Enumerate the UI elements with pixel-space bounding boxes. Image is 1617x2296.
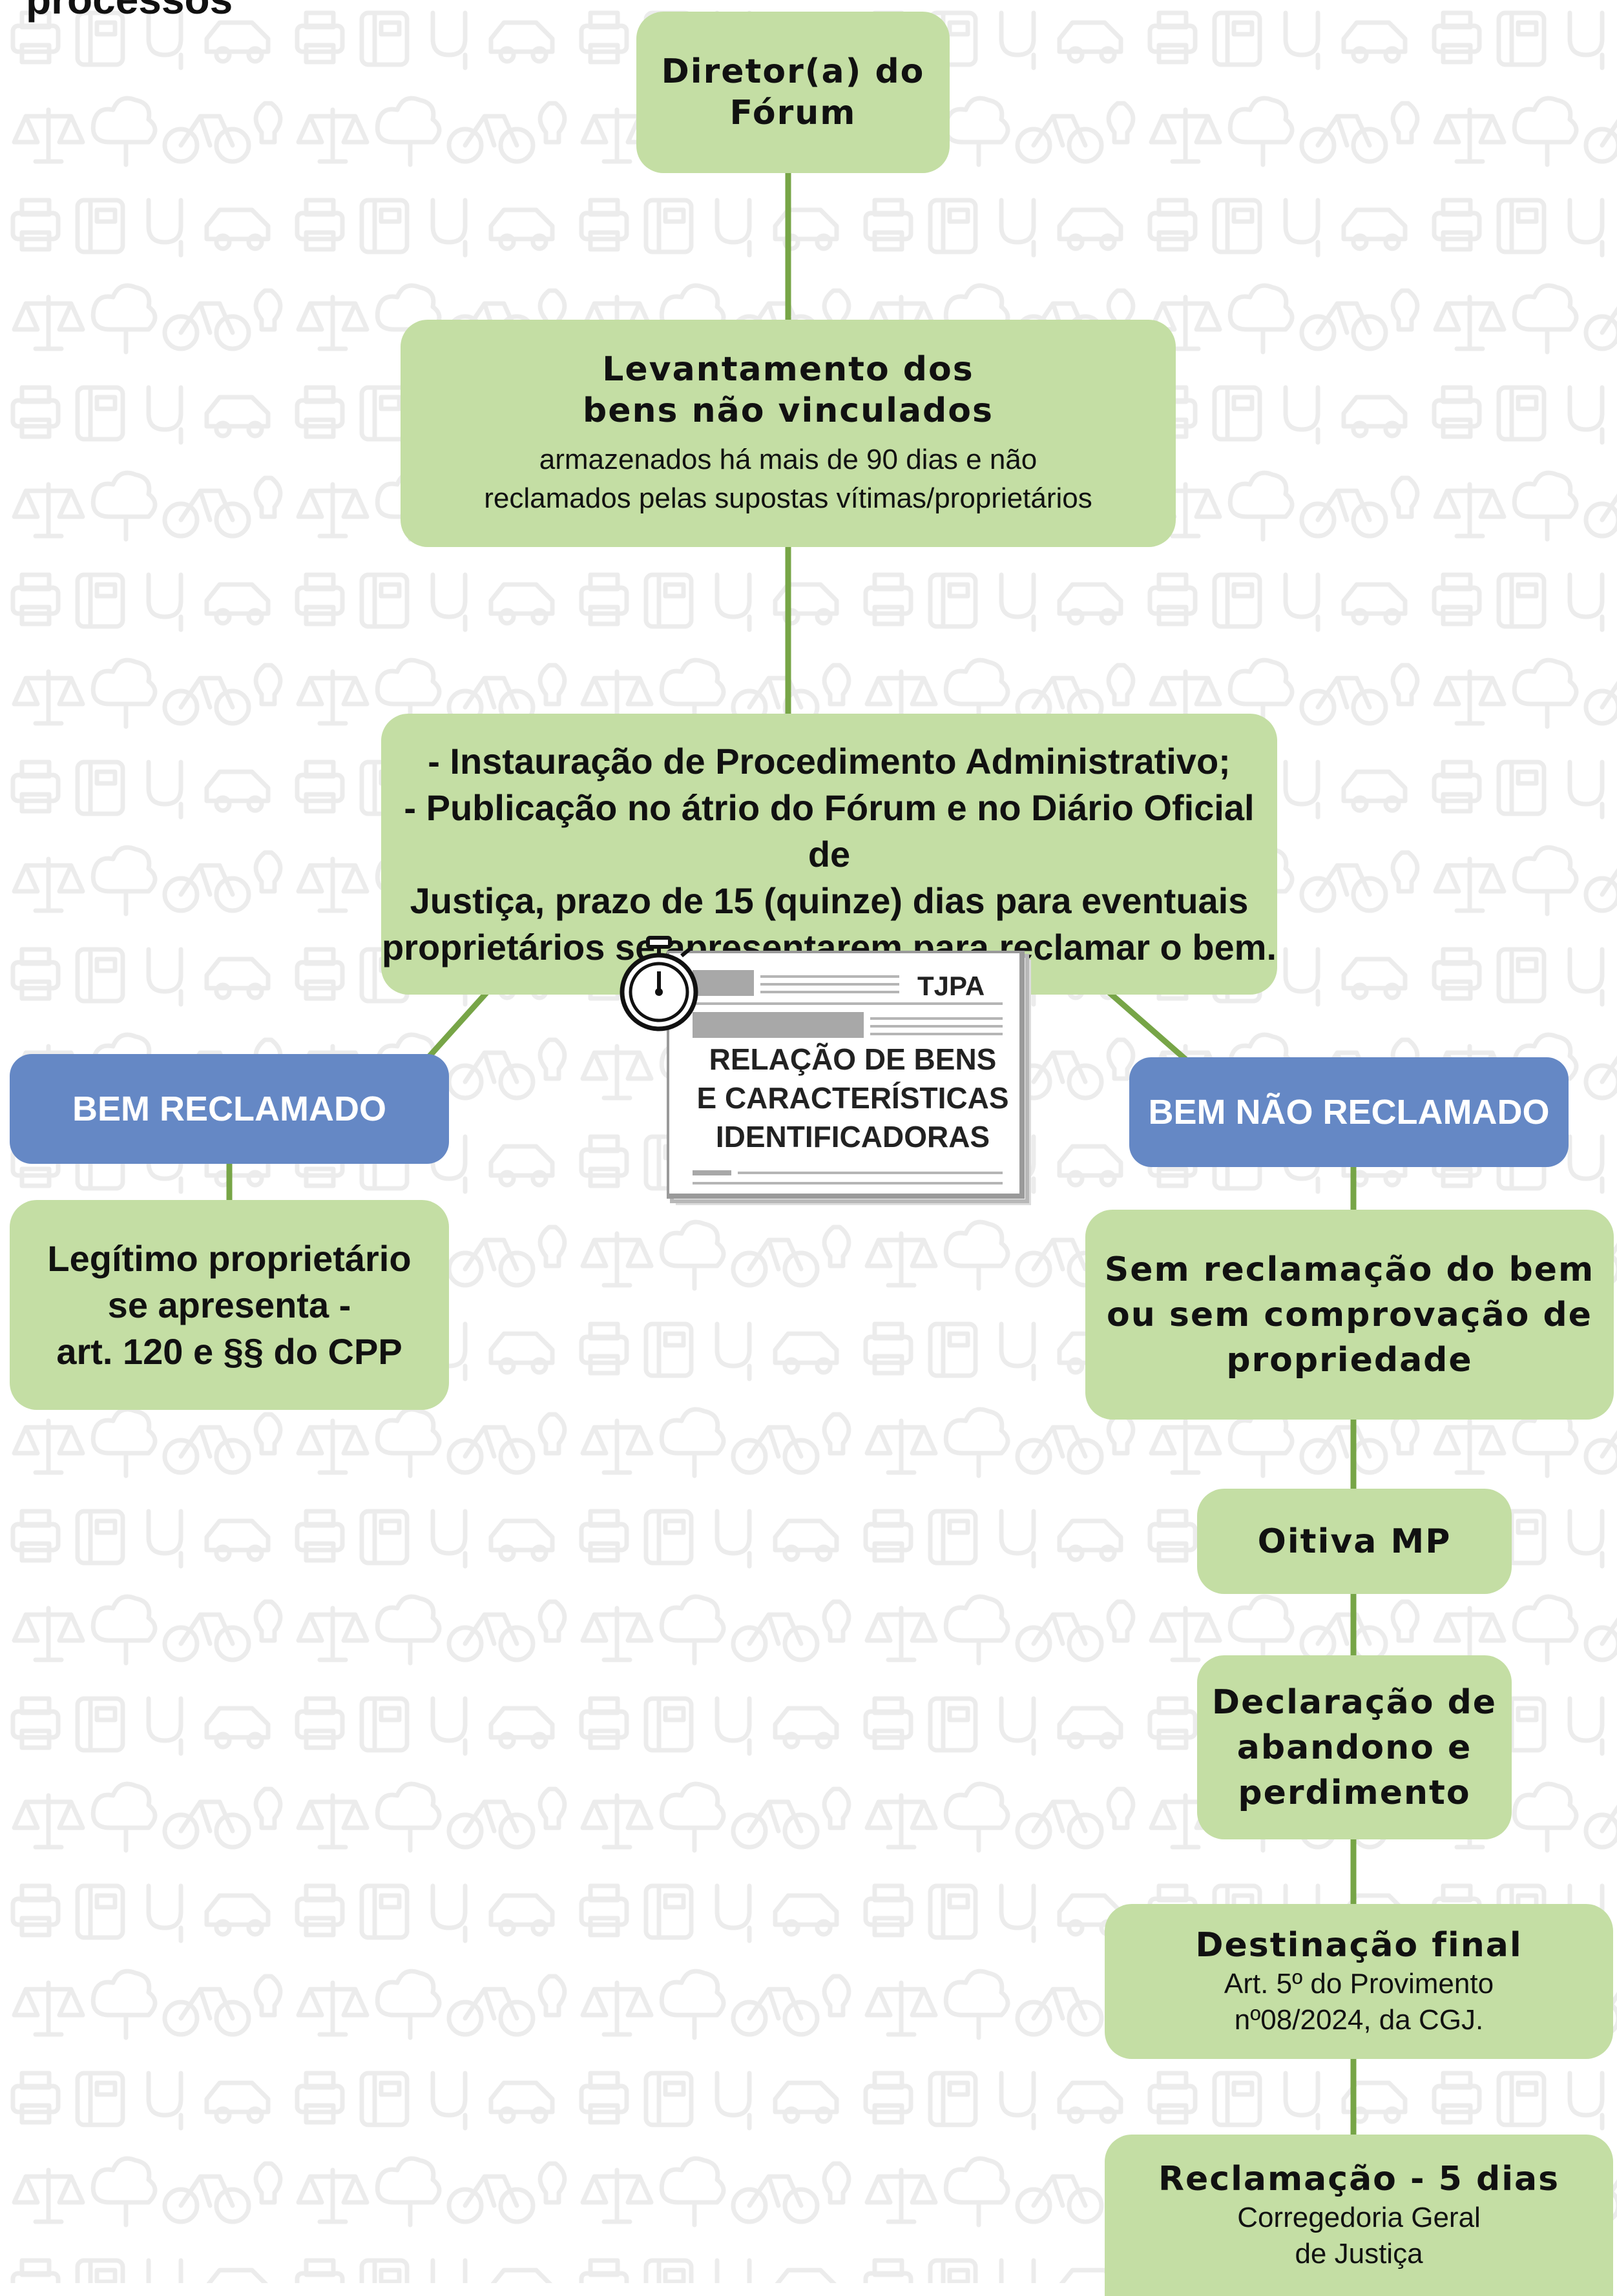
- node-sem-reclamacao: Sem reclamação do bem ou sem comprovação…: [1085, 1210, 1614, 1420]
- node-sem-reclamacao-text: Sem reclamação do bem ou sem comprovação…: [1104, 1250, 1595, 1380]
- node-destinacao: Destinação final Art. 5º do Provimento n…: [1105, 1904, 1613, 2059]
- node-bem-reclamado: BEM RECLAMADO: [10, 1054, 449, 1164]
- stopwatch-icon: [620, 936, 698, 1031]
- node-levantamento: Levantamento dos bens não vinculados arm…: [401, 320, 1176, 547]
- node-oitiva-text: Oitiva MP: [1257, 1522, 1452, 1561]
- node-declaracao: Declaração de abandono e perdimento: [1197, 1655, 1512, 1839]
- node-instauracao: - Instauração de Procedimento Administra…: [381, 714, 1277, 995]
- node-instauracao-text: - Instauração de Procedimento Administra…: [381, 740, 1277, 967]
- node-destinacao-subtitle: Art. 5º do Provimento nº08/2024, da CGJ.: [1224, 1968, 1494, 2036]
- connector-instauracao-reclamado: [427, 989, 490, 1059]
- node-oitiva: Oitiva MP: [1197, 1489, 1512, 1594]
- node-levantamento-title: Levantamento dos bens não vinculados: [583, 350, 994, 430]
- header-fragment: processos: [26, 0, 233, 23]
- document-icon: [667, 951, 1031, 1205]
- node-bem-reclamado-label: BEM RECLAMADO: [72, 1090, 386, 1128]
- node-levantamento-subtitle: armazenados há mais de 90 dias e não rec…: [484, 444, 1092, 514]
- node-legitimo-text: Legítimo proprietário se apresenta - art…: [47, 1237, 412, 1372]
- document-title: RELAÇÃO DE BENS E CARACTERÍSTICAS IDENTI…: [696, 1042, 1009, 1153]
- node-bem-nao-reclamado: BEM NÃO RECLAMADO: [1129, 1057, 1569, 1167]
- node-diretor-title: Diretor(a) do Fórum: [661, 52, 925, 132]
- node-reclamacao: Reclamação - 5 dias Corregedoria Geral d…: [1105, 2135, 1613, 2296]
- node-diretor: Diretor(a) do Fórum: [636, 12, 950, 173]
- document-tag: TJPA: [917, 971, 985, 1001]
- node-reclamacao-title: Reclamação - 5 dias: [1158, 2160, 1560, 2198]
- connector-instauracao-nao-reclamado: [1106, 989, 1187, 1062]
- node-legitimo: Legítimo proprietário se apresenta - art…: [10, 1200, 449, 1410]
- node-reclamacao-subtitle: Corregedoria Geral de Justiça: [1237, 2202, 1481, 2270]
- node-declaracao-text: Declaração de abandono e perdimento: [1211, 1682, 1497, 1812]
- node-bem-nao-reclamado-label: BEM NÃO RECLAMADO: [1148, 1093, 1550, 1132]
- node-destinacao-title: Destinação final: [1195, 1926, 1523, 1965]
